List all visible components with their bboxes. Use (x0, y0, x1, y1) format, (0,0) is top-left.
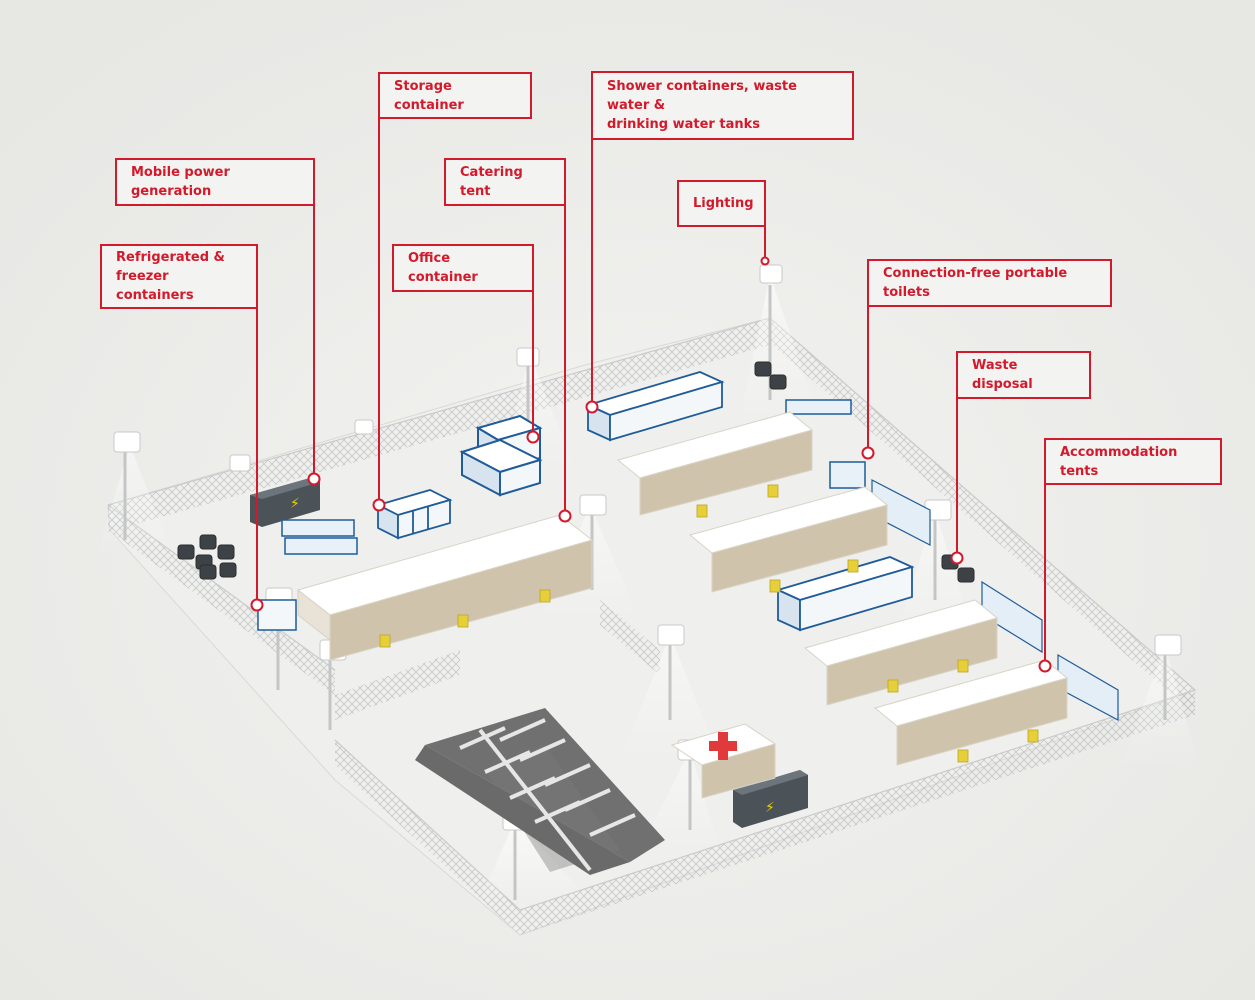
callout-lines (256, 118, 1046, 666)
label-catering-tent: Catering tent (444, 158, 566, 206)
parking-lot (415, 708, 665, 875)
marker-shower (585, 400, 599, 414)
label-portable-toilets: Connection-free portable toilets (867, 259, 1112, 307)
perimeter-fence (107, 317, 1197, 935)
label-storage-container: Storage container (378, 72, 532, 119)
shower-containers (585, 371, 915, 632)
svg-text:⚡: ⚡ (765, 800, 775, 816)
tents (296, 411, 1069, 799)
marker-lighting (760, 256, 770, 266)
callout-markers (250, 256, 1052, 673)
label-mobile-power-generation: Mobile power generation (115, 158, 315, 206)
marker-office (526, 430, 540, 444)
small-containers (257, 399, 866, 631)
label-lighting: Lighting (677, 180, 766, 227)
label-refrigerated-freezer-containers: Refrigerated & freezer containers (100, 244, 258, 309)
marker-accommodation (1038, 659, 1052, 673)
marker-refrigerated (250, 598, 264, 612)
label-waste-disposal: Waste disposal (956, 351, 1091, 399)
marker-catering (558, 509, 572, 523)
marker-toilets (861, 446, 875, 460)
hvac-units (379, 484, 1039, 763)
marker-storage (372, 498, 386, 512)
svg-text:⚡: ⚡ (290, 496, 300, 512)
label-shower-containers: Shower containers, waste water & drinkin… (591, 71, 854, 140)
label-office-container: Office container (392, 244, 534, 292)
storage-containers (375, 489, 453, 540)
label-accommodation-tents: Accommodation tents (1044, 438, 1222, 485)
red-cross-icon (709, 732, 737, 760)
marker-power (307, 472, 321, 486)
marker-waste (950, 551, 964, 565)
